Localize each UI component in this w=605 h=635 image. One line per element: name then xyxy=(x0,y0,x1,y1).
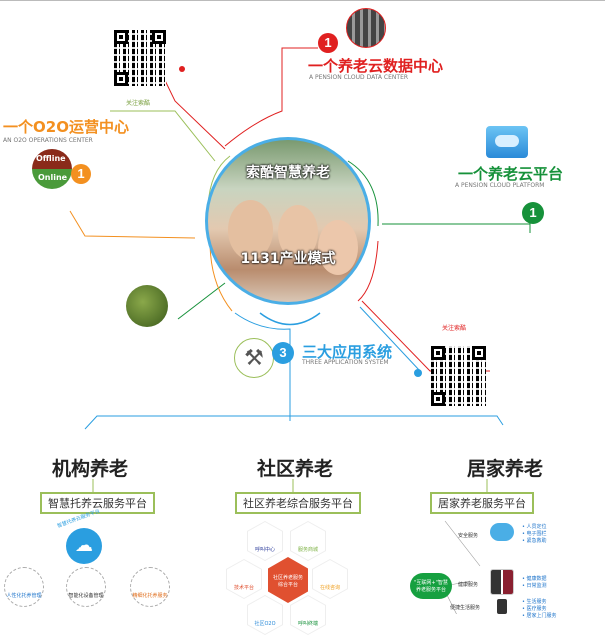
group-label: 健康服务 xyxy=(458,582,479,588)
platform-home: 居家养老服务平台 xyxy=(430,492,534,514)
bullet-list: • 健康数据• 日常监测 xyxy=(522,576,547,589)
hex-item: 技术平台 xyxy=(226,559,262,599)
hex-item: 在线咨询 xyxy=(312,559,348,599)
hex-center: 社区养老服务综合平台 xyxy=(268,557,308,603)
apps-title: 三大应用系统 xyxy=(302,343,393,361)
qr-code xyxy=(114,30,166,86)
hex-item: 服务商城 xyxy=(290,521,326,561)
apps-number-badge: 3 xyxy=(272,342,294,364)
qr-label: 关注索酷 xyxy=(126,100,151,107)
leaf-image xyxy=(126,285,168,327)
group-label: 安全服务 xyxy=(458,533,479,539)
data-center-subtitle: A PENSION CLOUD DATA CENTER xyxy=(309,74,409,81)
cloud-computer-icon xyxy=(490,523,514,541)
offline-label: Offline xyxy=(32,149,72,169)
offline-online-icon: Offline Online xyxy=(32,149,72,189)
o2o-number-badge: 1 xyxy=(71,164,91,184)
o2o-subtitle: AN O2O OPERATIONS CENTER xyxy=(3,137,93,144)
home-hub-cloud: "互联网+"智慧养老服务平台 xyxy=(410,573,452,599)
category-institutional: 机构养老 xyxy=(52,458,129,480)
connector-lines xyxy=(69,47,531,614)
data-center-number-badge: 1 xyxy=(318,33,338,53)
cloud-platform-title: 一个养老云平台 xyxy=(458,165,564,183)
bullet-list: • 人员定位• 电子围栏• 紧急救助 xyxy=(522,524,547,544)
wearable-device-icon xyxy=(490,569,514,595)
center-bottom-text: 1131产业模式 xyxy=(240,251,336,267)
service-item: 人性化托养管理 xyxy=(4,567,44,607)
institutional-hub-cloud: ☁ xyxy=(66,528,102,564)
server-icon xyxy=(346,8,386,48)
center-photo: 索酷智慧养老 1131产业模式 xyxy=(205,137,371,305)
cloud-icon xyxy=(486,126,528,158)
o2o-title: 一个O2O运营中心 xyxy=(3,118,129,136)
platform-institutional: 智慧托养云服务平台 xyxy=(40,492,155,514)
center-top-text: 索酷智慧养老 xyxy=(246,165,330,181)
qr-code xyxy=(431,346,486,406)
service-item: 精细化托养服务 xyxy=(130,567,170,607)
cloud-platform-subtitle: A PENSION CLOUD PLATFORM xyxy=(455,182,545,189)
platform-community: 社区养老综合服务平台 xyxy=(235,492,361,514)
cloud-platform-number-badge: 1 xyxy=(522,202,544,224)
category-community: 社区养老 xyxy=(257,458,334,480)
hex-item: 呼叫中心 xyxy=(247,521,283,561)
service-item: 智能化设备管理 xyxy=(66,567,106,607)
tools-icon: ⚒ xyxy=(234,338,274,378)
apps-subtitle: THREE APPLICATION SYSTEM xyxy=(302,359,389,366)
bullet-list: • 生活服务• 医疗服务• 居家上门服务 xyxy=(522,599,557,619)
group-label: 便捷生活服务 xyxy=(450,605,481,611)
online-label: Online xyxy=(32,169,72,189)
data-center-title: 一个养老云数据中心 xyxy=(308,57,444,75)
category-home: 居家养老 xyxy=(467,458,544,480)
qr-label: 关注索酷 xyxy=(442,325,467,332)
phone-icon xyxy=(497,599,507,614)
